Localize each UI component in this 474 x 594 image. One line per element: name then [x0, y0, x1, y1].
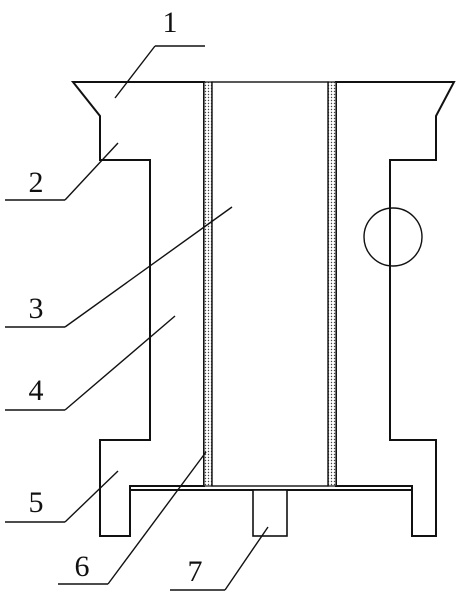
leader-line-5-diag: [64, 470, 119, 523]
label-7: 7: [188, 555, 203, 588]
right-wall-section: [335, 81, 456, 537]
central-bore: [211, 81, 329, 487]
left-lining-strip: [203, 81, 213, 487]
leader-line-3-diag: [64, 206, 233, 328]
label-4: 4: [29, 374, 44, 407]
label-2: 2: [29, 166, 44, 199]
left-wall-section: [70, 81, 205, 537]
bottom-slot: [252, 489, 288, 537]
label-5: 5: [29, 486, 44, 519]
right-lining-strip: [327, 81, 337, 487]
detail-circle: [363, 207, 423, 267]
label-3: 3: [29, 292, 44, 325]
leader-line-4-diag: [64, 315, 176, 411]
leader-line-7-diag: [224, 526, 269, 591]
label-1: 1: [163, 6, 178, 39]
leader-line-2-diag: [64, 142, 119, 201]
leader-line-1-diag: [114, 45, 156, 99]
leader-line-6-diag: [107, 451, 207, 585]
label-6: 6: [75, 550, 90, 583]
